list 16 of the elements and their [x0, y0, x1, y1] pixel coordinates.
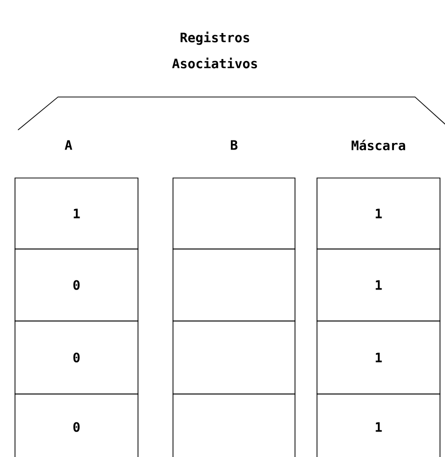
register-cell: 0	[14, 248, 138, 322]
empty-register-cell	[172, 320, 296, 394]
empty-register-cell	[172, 178, 296, 250]
register-cell: 1	[316, 394, 440, 457]
register-cell: 1	[316, 178, 440, 250]
register-cell: 0	[14, 394, 138, 457]
column-header: B	[230, 140, 238, 150]
register-cell: 1	[316, 248, 440, 322]
register-cell: 0	[14, 320, 138, 394]
column-header: Máscara	[352, 140, 406, 150]
title: Registros Asociativos	[172, 32, 257, 68]
empty-register-cell	[172, 248, 296, 322]
column-header: A	[64, 140, 72, 150]
register-cell: 1	[14, 178, 138, 250]
empty-register-cell	[172, 394, 296, 457]
register-cell: 1	[316, 320, 440, 394]
